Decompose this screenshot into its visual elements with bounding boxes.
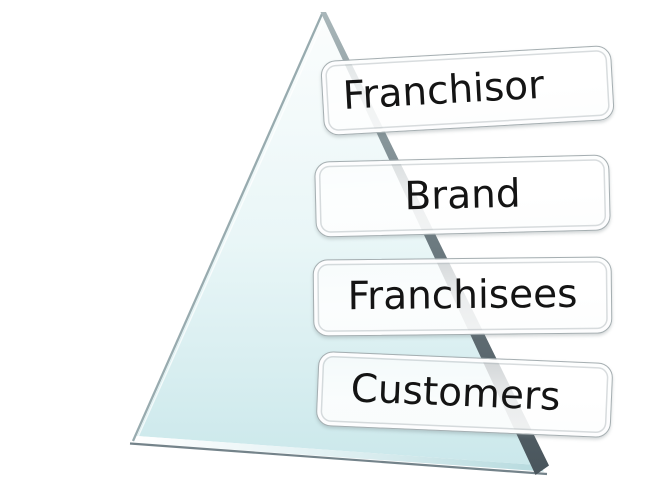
pyramid-item-label: Customers: [349, 366, 562, 420]
pyramid-item-brand: Brand: [314, 154, 611, 238]
pyramid-base-line: [129, 442, 548, 476]
pyramid-item-label: Franchisor: [341, 62, 546, 119]
pyramid-left-edge-highlight: [136, 16, 327, 439]
pyramid-base-bevel: [132, 436, 544, 472]
pyramid-item-franchisees: Franchisees: [312, 256, 613, 337]
pyramid-left-edge: [131, 13, 324, 442]
pyramid-face: [137, 16, 537, 465]
pyramid-item-customers: Customers: [315, 350, 614, 439]
pyramid-item-label: Franchisees: [347, 271, 578, 320]
pyramid-item-label: Brand: [403, 171, 522, 219]
